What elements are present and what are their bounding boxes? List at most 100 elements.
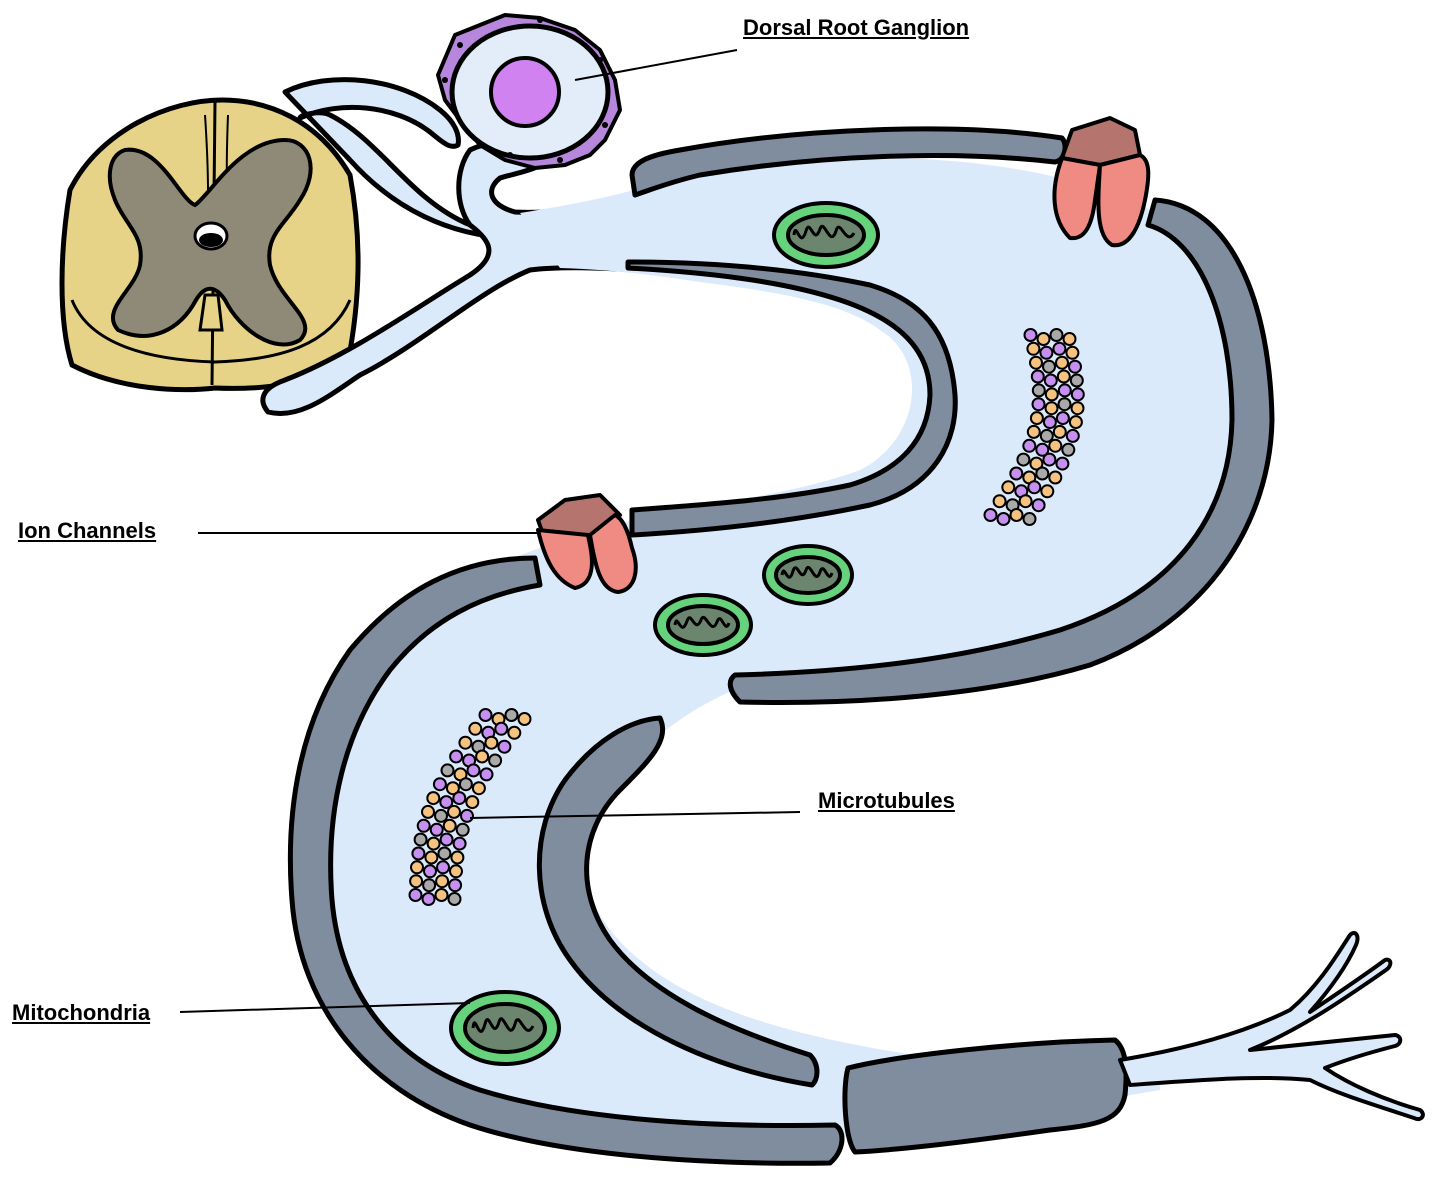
microtubule-bead	[1049, 440, 1061, 452]
microtubule-bead	[498, 741, 510, 753]
microtubule-bead	[1053, 343, 1065, 355]
microtubule-bead	[1010, 468, 1022, 480]
microtubule-bead	[423, 893, 435, 905]
microtubule-bead	[1057, 412, 1069, 424]
microtubule-bead	[454, 838, 466, 850]
microtubule-bead	[485, 737, 497, 749]
microtubule-bead	[435, 810, 447, 822]
microtubule-bead	[1028, 481, 1040, 493]
microtubule-bead	[489, 755, 501, 767]
microtubule-bead	[449, 879, 461, 891]
microtubule-bead	[1046, 402, 1058, 414]
microtubule-bead	[450, 751, 462, 763]
microtubule-bead	[1025, 329, 1037, 341]
microtubule-bead	[1028, 426, 1040, 438]
microtubule-bead	[1041, 485, 1053, 497]
microtubule-bead	[1049, 472, 1061, 484]
axon-terminal-icon	[1120, 933, 1423, 1119]
microtubule-bead	[410, 875, 422, 887]
spinal-cord-icon	[62, 100, 358, 390]
microtubule-bead	[508, 727, 520, 739]
microtubule-bead	[1031, 412, 1043, 424]
microtubule-bead	[998, 513, 1010, 525]
microtubule-bead	[1071, 375, 1083, 387]
microtubule-bead	[444, 820, 456, 832]
microtubule-bead	[1017, 454, 1029, 466]
microtubule-bead	[1062, 444, 1074, 456]
microtubule-bead	[1036, 468, 1048, 480]
microtubule-bead	[1066, 347, 1078, 359]
microtubule-bead	[1027, 343, 1039, 355]
microtubule-bead	[1069, 361, 1081, 373]
microtubule-bead	[453, 792, 465, 804]
microtubule-bead	[481, 768, 493, 780]
microtubule-bead	[418, 820, 430, 832]
microtubule-bead	[473, 782, 485, 794]
microtubule-bead	[1032, 371, 1044, 383]
microtubule-bead	[448, 806, 460, 818]
microtubule-bead	[1067, 430, 1079, 442]
label-mitochondria: Mitochondria	[12, 1000, 150, 1026]
microtubule-bead	[1033, 384, 1045, 396]
microtubule-bead	[1059, 384, 1071, 396]
microtubule-bead	[1024, 513, 1036, 525]
microtubule-bead	[457, 824, 469, 836]
microtubule-bead	[1033, 398, 1045, 410]
microtubule-bead	[1040, 347, 1052, 359]
microtubule-bead	[1072, 388, 1084, 400]
microtubule-bead	[438, 848, 450, 860]
microtubule-bead	[506, 709, 518, 721]
microtubule-bead	[431, 824, 443, 836]
microtubule-bead	[466, 796, 478, 808]
microtubule-bead	[460, 778, 472, 790]
microtubule-bead	[1045, 375, 1057, 387]
microtubule-bead	[1064, 333, 1076, 345]
microtubule-bead	[1011, 509, 1023, 521]
microtubule-bead	[1033, 499, 1045, 511]
microtubule-bead	[461, 810, 473, 822]
microtubule-bead	[1030, 357, 1042, 369]
microtubule-bead	[437, 861, 449, 873]
microtubule-bead	[1059, 398, 1071, 410]
microtubule-bead	[425, 852, 437, 864]
microtubule-bead	[1023, 440, 1035, 452]
microtubule-bead	[476, 751, 488, 763]
microtubule-bead	[495, 723, 507, 735]
microtubule-bead	[450, 865, 462, 877]
microtubule-bead	[480, 709, 492, 721]
microtubule-bead	[1044, 416, 1056, 428]
microtubule-bead	[1002, 481, 1014, 493]
microtubule-bead	[411, 861, 423, 873]
microtubule-bead	[1051, 329, 1063, 341]
microtubule-bead	[412, 848, 424, 860]
microtubule-bead	[1058, 371, 1070, 383]
microtubule-bead	[428, 838, 440, 850]
microtubule-bead	[422, 806, 434, 818]
microtubule-bead	[424, 865, 436, 877]
microtubule-bead	[442, 764, 454, 776]
microtubule-bead	[1038, 333, 1050, 345]
microtubule-bead	[468, 764, 480, 776]
microtubule-bead	[415, 834, 427, 846]
microtubule-bead	[1046, 388, 1058, 400]
microtubule-bead	[519, 713, 531, 725]
microtubule-bead	[1056, 458, 1068, 470]
label-microtubules: Microtubules	[818, 788, 955, 814]
label-ion-channels: Ion Channels	[18, 518, 156, 544]
microtubule-bead	[436, 875, 448, 887]
microtubule-bead	[1043, 361, 1055, 373]
microtubule-bead	[1041, 430, 1053, 442]
microtubule-bead	[427, 792, 439, 804]
microtubule-bead	[1020, 495, 1032, 507]
microtubule-bead	[459, 737, 471, 749]
microtubule-bead	[985, 509, 997, 521]
microtubule-bead	[1070, 416, 1082, 428]
label-dorsal-root-ganglion: Dorsal Root Ganglion	[743, 15, 969, 41]
microtubule-bead	[434, 778, 446, 790]
microtubule-bead	[436, 889, 448, 901]
microtubule-bead	[423, 879, 435, 891]
ganglion-cell-icon	[438, 15, 620, 168]
microtubule-bead	[1054, 426, 1066, 438]
microtubule-bead	[1056, 357, 1068, 369]
